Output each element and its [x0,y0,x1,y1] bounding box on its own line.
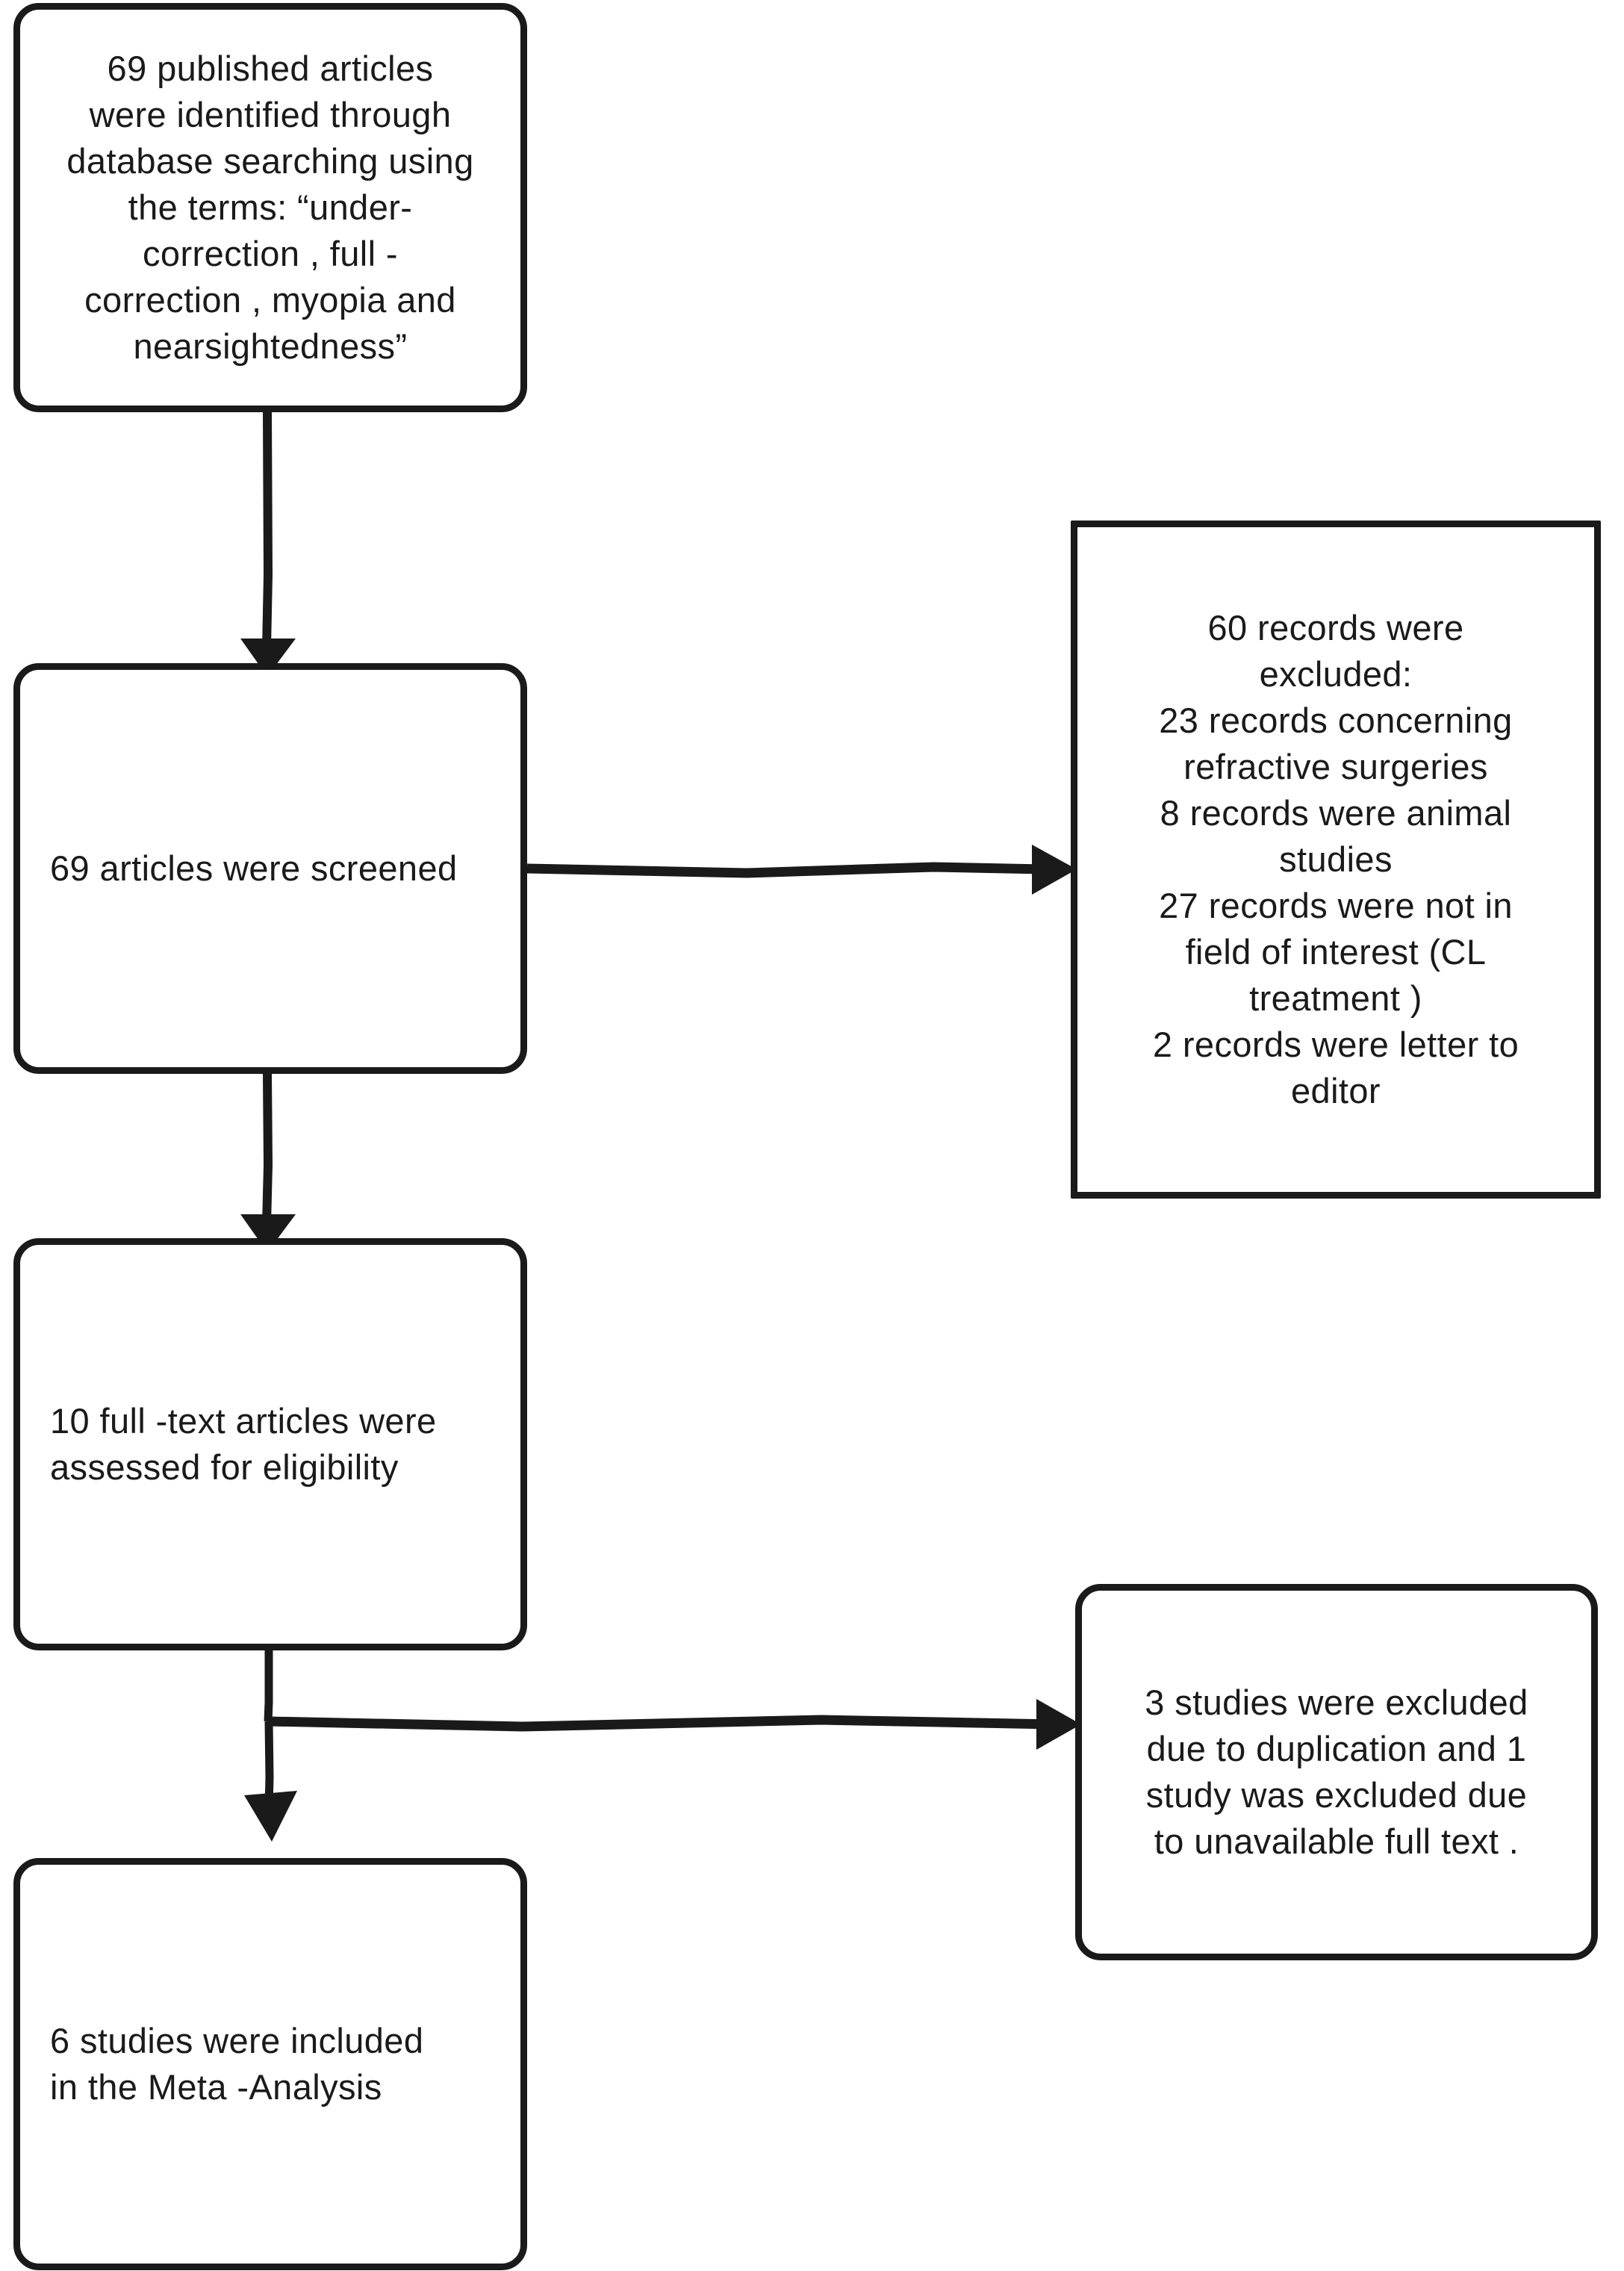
node-included-studies: 6 studies were included in the Meta -Ana… [13,1858,527,2270]
node-articles-screened-label: 69 articles were screened [50,848,458,888]
node-excluded-records: 60 records were excluded: 23 records con… [1071,521,1601,1199]
node-articles-screened: 69 articles were screened [13,663,527,1074]
connector-fulltext-to-excluded-studies [264,1650,1081,1750]
connector-identified-to-screened [240,411,296,677]
node-identified-articles-label: 69 published articles were identified th… [66,48,474,367]
connector-fulltext-to-included [244,1721,297,1842]
node-excluded-studies: 3 studies were excluded due to duplicati… [1075,1584,1598,1960]
node-fulltext-assessed-label: 10 full -text articles were assessed for… [50,1400,437,1487]
connector-screened-to-fulltext [240,1073,296,1252]
node-excluded-records-label: 60 records were excluded: 23 records con… [1152,607,1519,1111]
connector-screened-to-excluded-records [526,845,1077,895]
node-included-studies-label: 6 studies were included in the Meta -Ana… [50,2020,424,2107]
node-excluded-studies-label: 3 studies were excluded due to duplicati… [1145,1682,1528,1862]
node-identified-articles: 69 published articles were identified th… [13,3,527,412]
node-fulltext-assessed: 10 full -text articles were assessed for… [13,1238,527,1650]
